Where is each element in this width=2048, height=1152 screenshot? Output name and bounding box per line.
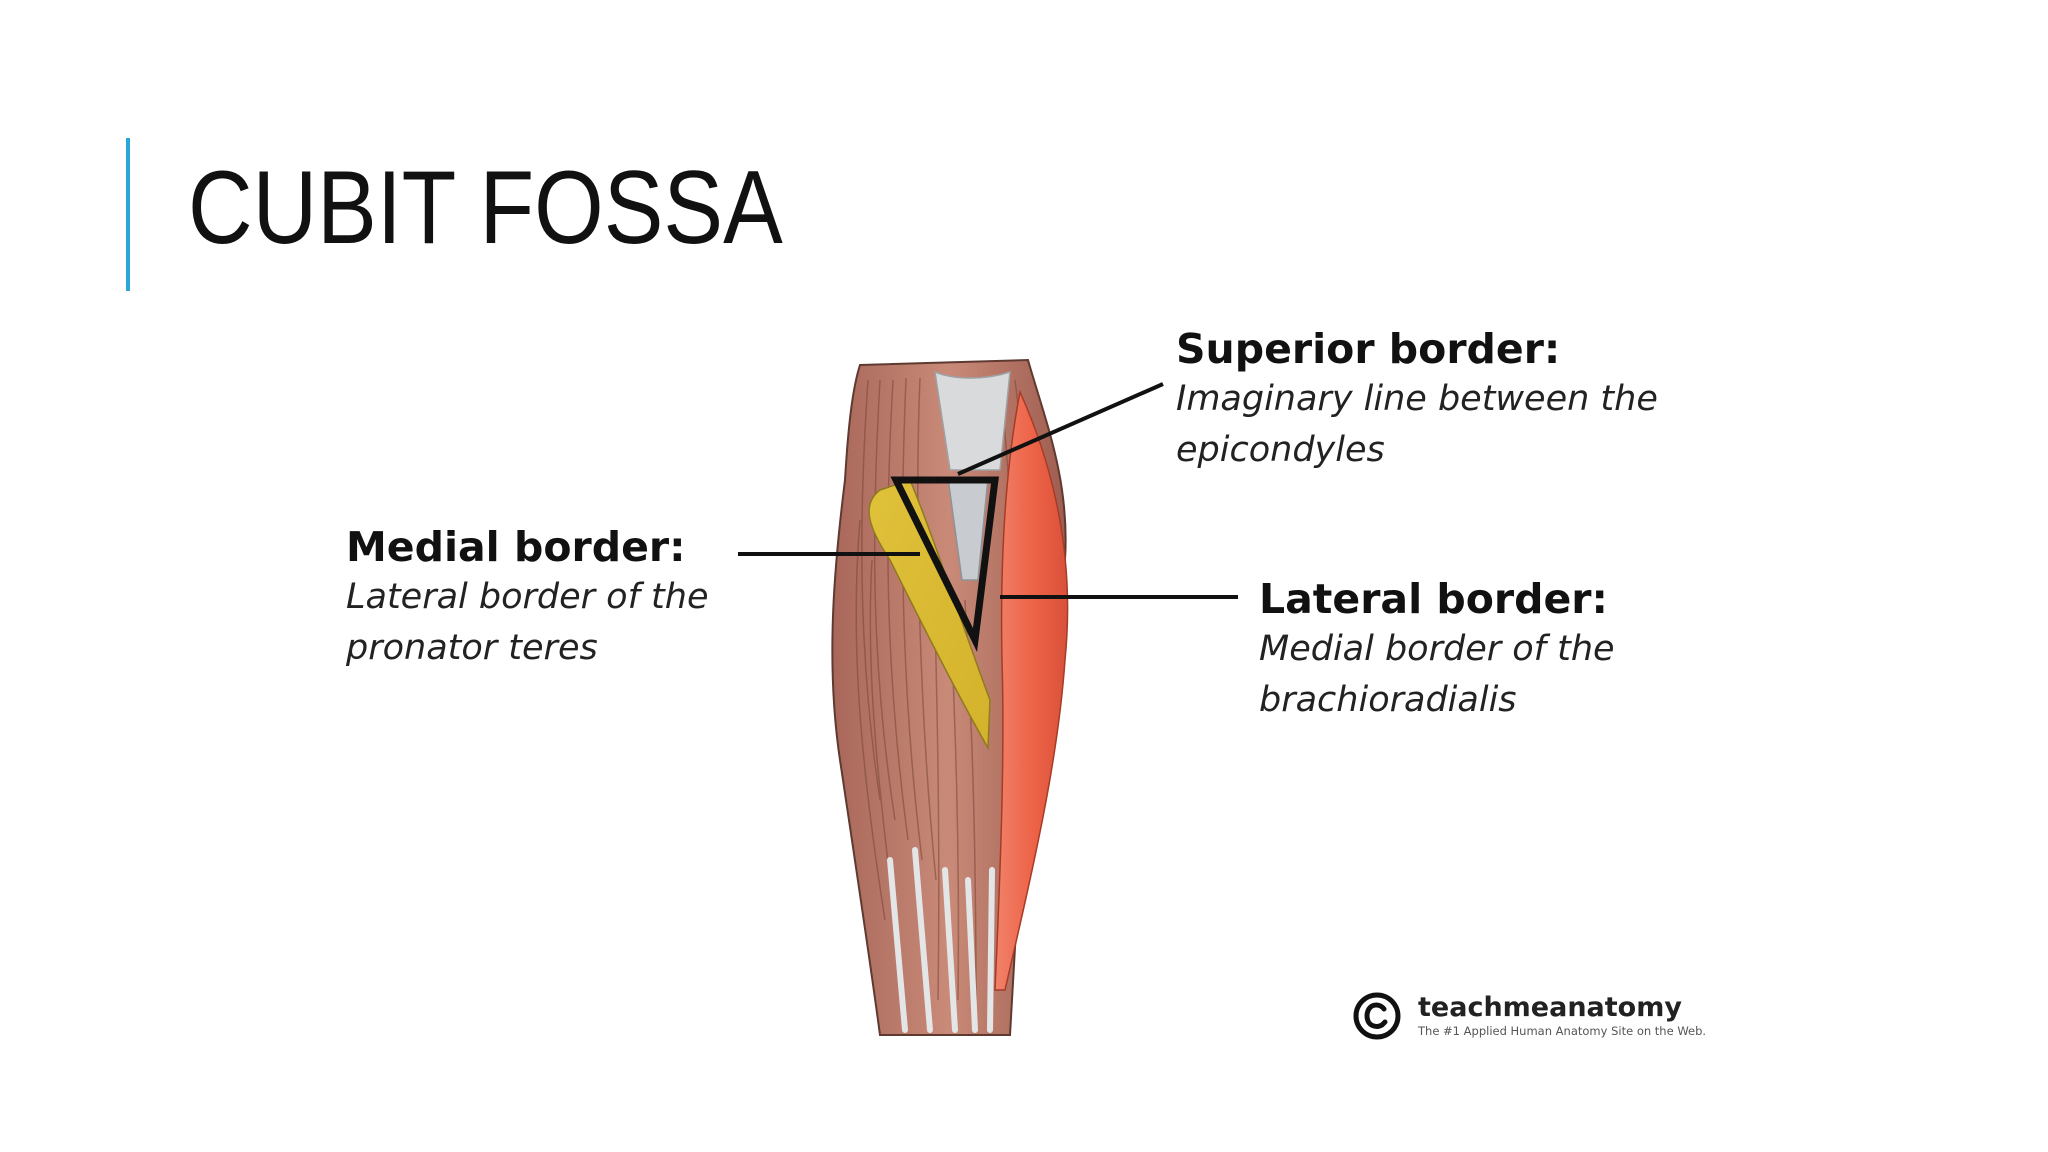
brand-tagline: The #1 Applied Human Anatomy Site on the…: [1418, 1024, 1707, 1038]
title-accent-bar: [126, 138, 130, 291]
copyright-watermark: teachmeanatomy The #1 Applied Human Anat…: [1352, 990, 1706, 1042]
medial-border-heading: Medial border:: [346, 523, 686, 571]
lateral-border-desc-line1: Medial border of the: [1259, 629, 1615, 669]
medial-border-label: Medial border: Lateral border of the pro…: [346, 522, 708, 674]
superior-border-label: Superior border: Imaginary line between …: [1176, 324, 1658, 476]
lateral-border-desc-line2: brachioradialis: [1259, 680, 1517, 720]
medial-border-desc-line1: Lateral border of the: [346, 577, 709, 617]
bicipital-aponeurosis: [934, 370, 1011, 471]
superior-leader-line: [957, 382, 1164, 476]
pronator-teres: [868, 479, 991, 751]
slide-title: CUBIT FOSSA: [188, 150, 783, 266]
brachioradialis: [994, 389, 1069, 991]
brand-name: teachmeanatomy: [1418, 992, 1682, 1023]
medial-border-desc-line2: pronator teres: [346, 628, 598, 668]
copyright-icon: [1353, 992, 1401, 1040]
lateral-border-label: Lateral border: Medial border of the bra…: [1259, 574, 1615, 726]
cubital-fossa-triangle: [890, 476, 999, 653]
superior-border-heading: Superior border:: [1176, 325, 1561, 373]
superior-border-desc-line2: epicondyles: [1176, 430, 1385, 470]
lateral-border-heading: Lateral border:: [1259, 575, 1608, 623]
wrist-tendons: [887, 847, 995, 1033]
superior-border-desc-line1: Imaginary line between the: [1176, 379, 1658, 419]
